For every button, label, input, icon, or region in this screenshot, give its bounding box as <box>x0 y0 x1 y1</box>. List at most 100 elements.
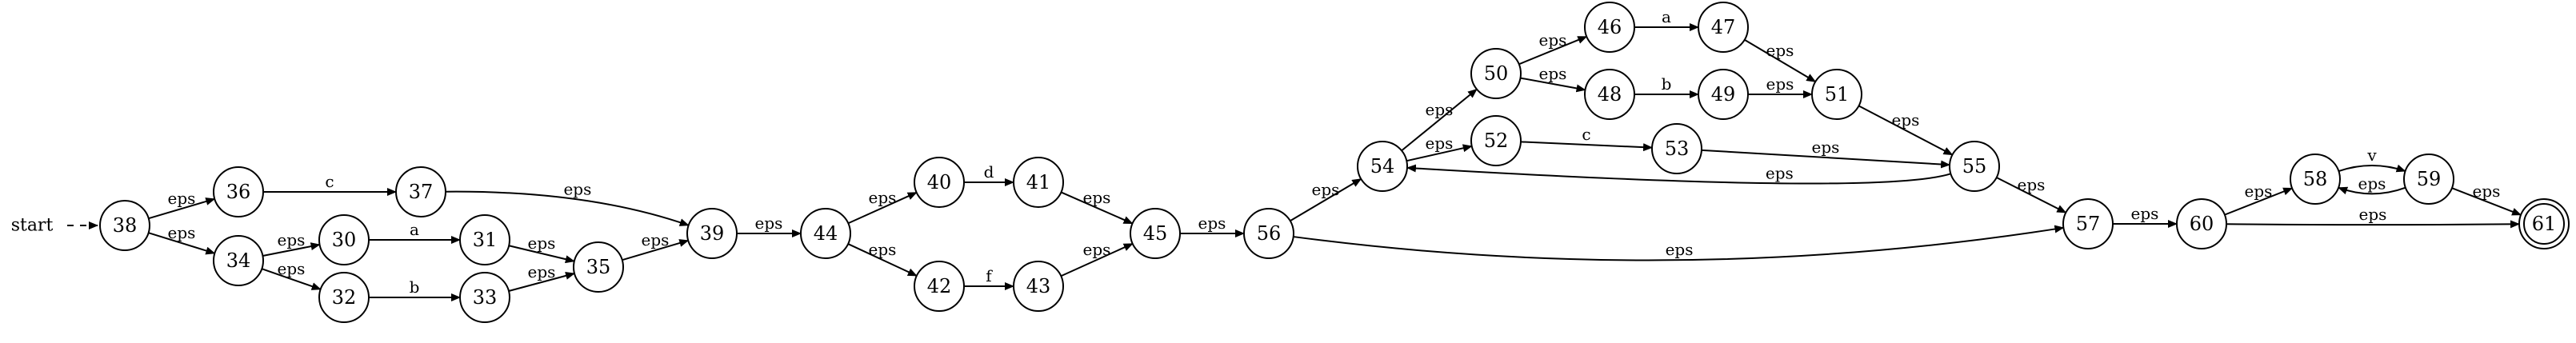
edge-label: eps <box>168 223 196 242</box>
edge-label: eps <box>278 259 306 278</box>
edge-line <box>847 243 918 277</box>
state-58: 58 <box>2290 154 2341 205</box>
state-circle <box>99 200 150 251</box>
state-circle <box>1470 48 1522 99</box>
edge-33-35: eps <box>508 262 576 292</box>
state-59: 59 <box>2403 154 2454 205</box>
state-circle <box>800 208 851 259</box>
state-circle <box>213 166 264 217</box>
state-32: 32 <box>318 272 370 323</box>
state-label: 52 <box>1484 130 1509 152</box>
state-40: 40 <box>914 157 965 208</box>
edge-label: f <box>986 266 993 285</box>
state-circle <box>914 261 965 312</box>
state-circle <box>2176 198 2227 249</box>
edge-label: eps <box>563 179 591 198</box>
state-circle <box>318 272 370 323</box>
edge-36-37: c <box>263 172 397 196</box>
state-53: 53 <box>1651 123 1702 174</box>
state-48: 48 <box>1584 69 1635 120</box>
edge-label: c <box>1582 125 1590 144</box>
state-circle <box>1811 69 1862 120</box>
state-circle <box>459 272 510 323</box>
state-label: 48 <box>1598 83 1622 106</box>
state-label: 35 <box>586 256 611 278</box>
edge-label: eps <box>869 188 897 207</box>
state-label: 37 <box>409 181 434 203</box>
edge-line <box>508 245 575 264</box>
edge-label: eps <box>2473 181 2501 201</box>
edge-label: eps <box>1766 163 1794 182</box>
state-label: 46 <box>1598 16 1622 38</box>
state-31: 31 <box>459 214 510 265</box>
edge-32-33: b <box>369 277 461 301</box>
edge-51-55: eps <box>1858 105 1954 156</box>
state-circle <box>1470 115 1522 166</box>
edge-30-31: a <box>369 220 461 244</box>
edge-line <box>1996 177 2067 213</box>
edge-line <box>1701 149 1951 169</box>
edge-line <box>261 268 322 290</box>
edge-39-44: eps <box>737 213 802 237</box>
edge-line <box>2338 164 2406 173</box>
state-39: 39 <box>686 208 738 259</box>
state-circle <box>686 208 738 259</box>
state-44: 44 <box>800 208 851 259</box>
edge-label: eps <box>1426 134 1454 153</box>
edge-55-57: eps <box>1996 175 2067 213</box>
edge-59-61: eps <box>2451 181 2522 216</box>
state-label: 50 <box>1484 62 1509 85</box>
edge-line <box>1520 77 1586 93</box>
edge-60-58: eps <box>2224 181 2294 216</box>
state-circle <box>2062 198 2114 249</box>
edge-50-48: eps <box>1520 64 1586 93</box>
state-38: 38 <box>99 200 150 251</box>
state-36: 36 <box>213 166 264 217</box>
edge-50-46: eps <box>1518 30 1588 66</box>
state-34: 34 <box>213 235 264 286</box>
state-49: 49 <box>1698 69 1749 120</box>
edge-label: eps <box>869 240 897 259</box>
state-circle <box>1243 208 1294 259</box>
edge-44-40: eps <box>847 188 918 225</box>
state-circle <box>2518 198 2570 249</box>
state-label: 32 <box>332 286 357 309</box>
state-label: 57 <box>2076 213 2101 235</box>
edge-line <box>1406 144 1473 162</box>
state-41: 41 <box>1013 157 1064 208</box>
start-label: start <box>11 216 54 236</box>
start-indicator: start <box>11 216 98 236</box>
edge-line <box>445 190 690 226</box>
state-56: 56 <box>1243 208 1294 259</box>
edge-55-54: eps <box>1406 163 1951 185</box>
edge-line <box>1406 164 1951 185</box>
edge-line <box>262 242 321 257</box>
state-label: 61 <box>2532 213 2557 235</box>
edge-54-52: eps <box>1406 134 1473 162</box>
state-54: 54 <box>1357 141 1408 192</box>
state-circle <box>395 166 446 217</box>
edge-47-51: eps <box>1744 38 1817 83</box>
edge-31-35: eps <box>508 233 575 264</box>
state-46: 46 <box>1584 2 1635 53</box>
edge-label: eps <box>1766 74 1794 94</box>
edge-label: d <box>984 162 994 181</box>
state-label: 40 <box>927 171 952 193</box>
edge-label: eps <box>168 189 196 208</box>
state-circle <box>1357 141 1408 192</box>
state-30: 30 <box>318 214 370 265</box>
state-37: 37 <box>395 166 446 217</box>
state-circle <box>1584 69 1635 120</box>
edge-label: eps <box>1083 188 1111 207</box>
state-51: 51 <box>1811 69 1862 120</box>
edge-label: eps <box>2131 204 2159 223</box>
edge-37-39: eps <box>445 179 690 226</box>
edge-41-45: eps <box>1060 188 1134 225</box>
edge-line <box>2451 187 2522 216</box>
edge-line <box>1518 35 1588 66</box>
edge-label: eps <box>278 230 306 249</box>
edge-label: eps <box>1812 138 1840 157</box>
